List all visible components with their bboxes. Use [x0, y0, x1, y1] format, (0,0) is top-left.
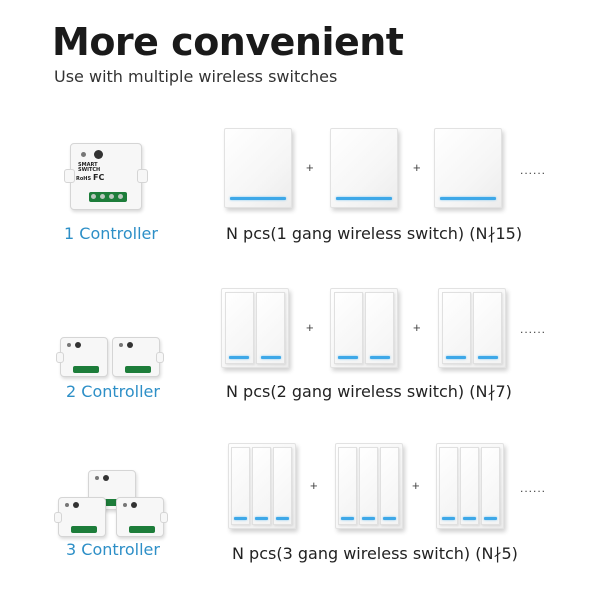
controller-label: 3 Controller — [66, 540, 160, 559]
module-cert-text: FC — [93, 173, 105, 182]
controller-label: 1 Controller — [64, 224, 158, 243]
row-caption: N pcs(2 gang wireless switch) (N∤7) — [226, 382, 512, 401]
page-title: More convenient — [52, 20, 404, 64]
ellipsis: ...... — [520, 322, 547, 336]
terminal-block — [89, 192, 127, 202]
plus-sign: + — [306, 160, 314, 175]
reset-button-icon — [94, 150, 103, 159]
row-caption: N pcs(3 gang wireless switch) (N∤5) — [232, 544, 518, 563]
switch-panel-3gang — [436, 443, 504, 529]
controller-module — [56, 337, 108, 377]
switch-panel-2gang — [330, 288, 398, 368]
terminal-block — [125, 366, 151, 373]
controller-module: SMART SWITCH FC RoHS — [64, 143, 148, 210]
controller-module — [116, 497, 168, 537]
controller-label: 2 Controller — [66, 382, 160, 401]
module-brand-text: SMART SWITCH — [78, 162, 101, 173]
led-indicator — [440, 197, 496, 200]
switch-panel-1gang — [330, 128, 398, 208]
switch-panel-2gang — [221, 288, 289, 368]
ellipsis: ...... — [520, 163, 547, 177]
terminal-block — [71, 526, 97, 533]
controller-module — [112, 337, 164, 377]
switch-panel-1gang — [224, 128, 292, 208]
plus-sign: + — [310, 478, 318, 493]
page-subtitle: Use with multiple wireless switches — [54, 67, 338, 86]
led-indicator — [336, 197, 392, 200]
terminal-block — [129, 526, 155, 533]
terminal-block — [101, 499, 127, 506]
switch-panel-1gang — [434, 128, 502, 208]
led-indicator — [230, 197, 286, 200]
row-caption: N pcs(1 gang wireless switch) (N∤15) — [226, 224, 523, 243]
controller-module — [54, 497, 106, 537]
plus-sign: + — [306, 320, 314, 335]
wifi-icon — [81, 152, 86, 157]
module-rohs-text: RoHS — [76, 176, 92, 182]
terminal-block — [73, 366, 99, 373]
switch-panel-2gang — [438, 288, 506, 368]
ellipsis: ...... — [520, 481, 547, 495]
plus-sign: + — [413, 320, 421, 335]
plus-sign: + — [413, 160, 421, 175]
switch-panel-3gang — [228, 443, 296, 529]
switch-panel-3gang — [335, 443, 403, 529]
plus-sign: + — [412, 478, 420, 493]
